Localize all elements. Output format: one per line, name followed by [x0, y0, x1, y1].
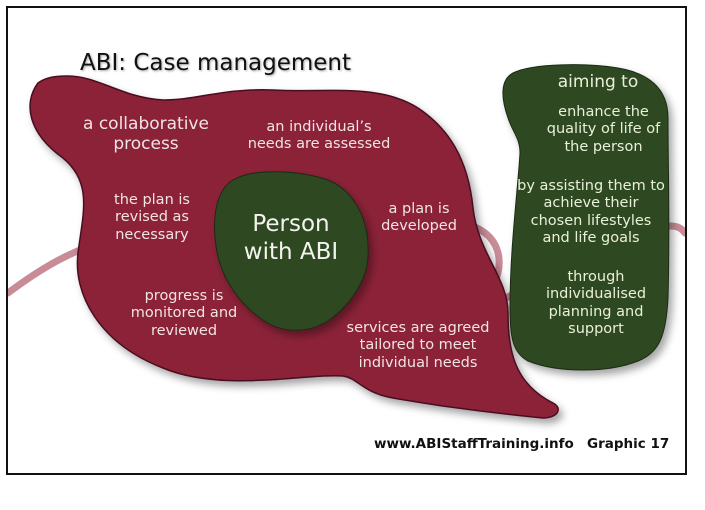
footer-website: www.ABIStaffTraining.info	[374, 436, 574, 452]
label-developed: a plan is developed	[381, 201, 457, 235]
aims-blob	[502, 64, 670, 371]
page-title: ABI: Case management	[80, 50, 352, 76]
label-assessed: an individual’s needs are assessed	[247, 119, 391, 153]
diagram-artwork	[8, 64, 685, 419]
center-blob	[214, 171, 369, 331]
label-monitored: progress is monitored and reviewed	[130, 288, 238, 339]
label-collaborative: a collaborative process	[83, 114, 209, 155]
aim-through: through individualised planning and supp…	[545, 269, 647, 338]
diagram-frame: ABI: Case management a collaborative pro…	[6, 6, 687, 475]
aims-heading: aiming to	[557, 72, 639, 92]
label-services: services are agreed tailored to meet ind…	[346, 320, 490, 371]
aim-enhance: enhance the quality of life of the perso…	[546, 104, 661, 155]
footer-graphic-number: Graphic 17	[587, 436, 670, 452]
center-label: Person with ABI	[243, 211, 339, 265]
label-revised: the plan is revised as necessary	[114, 192, 190, 243]
aim-assisting: by assisting them to achieve their chose…	[517, 178, 665, 247]
